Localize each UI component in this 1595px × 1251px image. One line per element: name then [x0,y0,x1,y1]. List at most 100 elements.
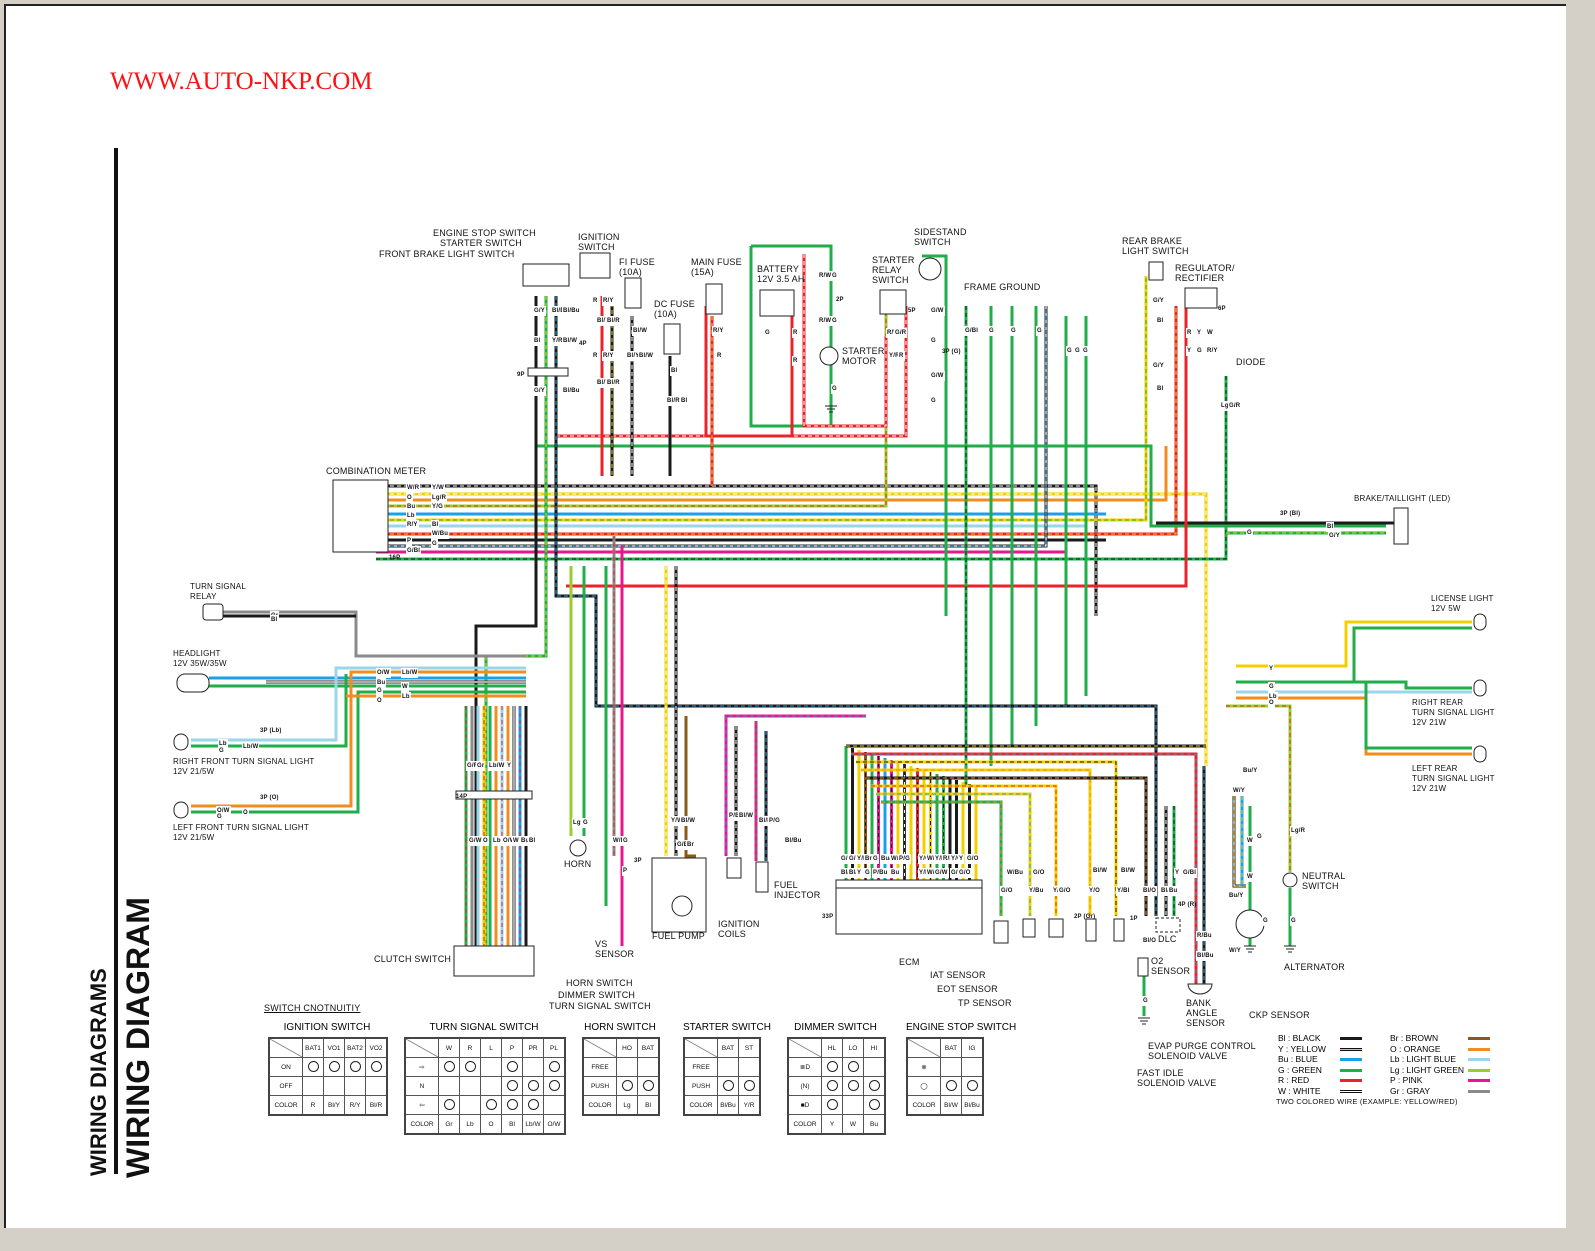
bank-angle-sensor-body [1187,983,1213,995]
wire-code-label: W [401,682,409,692]
wire-code-label: Bl/R [666,396,681,406]
wire-stripe [881,801,1002,916]
wire-code-label: O [482,836,489,846]
wire-code-label: Lb [1268,692,1278,702]
wire-code-label: W/Bu [1006,868,1025,878]
wire-stripe [851,753,1197,986]
tp-sensor-body [1048,918,1064,938]
wire-code-label: Lg/R [1290,826,1307,836]
fuel-pump-motor [671,895,693,917]
wire-code-label: Bl [670,366,679,376]
wire-code-label: Bl [1156,316,1165,326]
wire-code-label: Y [1268,664,1275,674]
wire-code-label: R/Y [602,351,615,361]
row-label: ⇦ [404,1095,439,1115]
continuity-dot [527,1079,539,1091]
column-header: HL [821,1037,843,1058]
table-cell [522,1095,544,1115]
table-cell [302,1057,324,1077]
wire-code-label: G [831,384,838,394]
ground-icon [1244,945,1256,953]
fast-idle-valve-body [1085,918,1097,942]
table-cell: Bl [501,1114,523,1135]
tp-sensor-label: TP SENSOR [958,998,1012,1008]
wire-code-label: R [792,356,799,366]
wire-code-label: G [1066,346,1073,356]
title-rule [114,148,118,1174]
right-front-turn-body [173,733,189,751]
table-cell [940,1076,962,1096]
wire-G [536,444,1386,528]
front-brake-light-switch-label: FRONT BRAKE LIGHT SWITCH [379,249,515,259]
wire-code-label: G [1196,346,1203,356]
legend-swatch [1340,1037,1362,1040]
headlight-body [176,673,210,693]
starter-switch-label: STARTER SWITCH [440,238,522,248]
table-cell [323,1057,345,1077]
wire-code-label: O/W [216,806,231,816]
wire-code-label: G/W [934,868,949,878]
row-label: COLOR [683,1095,718,1116]
horn-label: HORN [564,859,592,869]
wire-code-label: G/Y [533,386,546,396]
switch-table-title: IGNITION SWITCH [283,1022,371,1033]
connector-1p-label: 1P [1130,916,1138,922]
connector-3p-label: 3P [634,858,642,864]
wire-code-label: G/O [1058,886,1072,896]
table-cell [842,1095,864,1115]
wire-code-label: Bu [1168,886,1179,896]
table-cell [842,1057,864,1077]
wire-code-label: Bl [528,836,537,846]
dlc-body [1155,917,1181,933]
wire-stripe [556,306,907,437]
wire-code-label: Y/G [950,854,963,864]
brake-taillight-label: BRAKE/TAILLIGHT (LED) [1354,494,1451,503]
wire-stripe [555,296,1157,916]
wire-Gr [222,610,526,658]
table-cell [637,1057,660,1077]
wire-code-label: G [1074,346,1081,356]
continuity-dot [548,1079,560,1091]
wire-stripe [725,715,866,856]
connector-14p-label: 14P [456,794,468,800]
legend-item: O : ORANGE [1390,1043,1441,1054]
continuity-dot [506,1079,518,1091]
wire-code-label: G [1290,916,1297,926]
handlebar-switch-housing [522,263,570,287]
wire-code-label: Bl/Bu [551,306,570,316]
wire-Br [684,716,696,858]
table-cell [961,1057,984,1077]
table-cell [863,1095,886,1115]
brake-taillight-body [1393,507,1409,545]
table-cell [459,1076,481,1096]
ignition-coil-body [726,857,742,879]
connector-3pg-label: 3P (G) [942,349,961,355]
switch-table-title: TURN SIGNAL SWITCH [429,1022,539,1033]
wire-code-label: Y/Bu [1028,886,1045,896]
wire-code-label: G/Y [533,306,546,316]
wire-code-label: R/W [818,271,833,281]
wire-code-label: W [1206,328,1214,338]
wire-code-label: G [930,396,937,406]
left-rear-turn-body [1473,745,1487,763]
wire-code-label: P [622,866,629,876]
left-front-turn-body [173,801,189,819]
wire-code-label: R/Y [1206,346,1219,356]
wire-code-label: G [988,326,995,336]
evap-valve-body [1113,918,1125,942]
wire-code-label: Y/Bl [918,868,933,878]
wire-code-label: Lb [401,692,411,702]
wire-code-label: Bu/Y [1228,891,1245,901]
fuel-pump-body [651,857,707,933]
continuity-dot [722,1079,734,1091]
wire-stripe [856,761,1117,916]
wire-code-label: O [376,696,383,706]
